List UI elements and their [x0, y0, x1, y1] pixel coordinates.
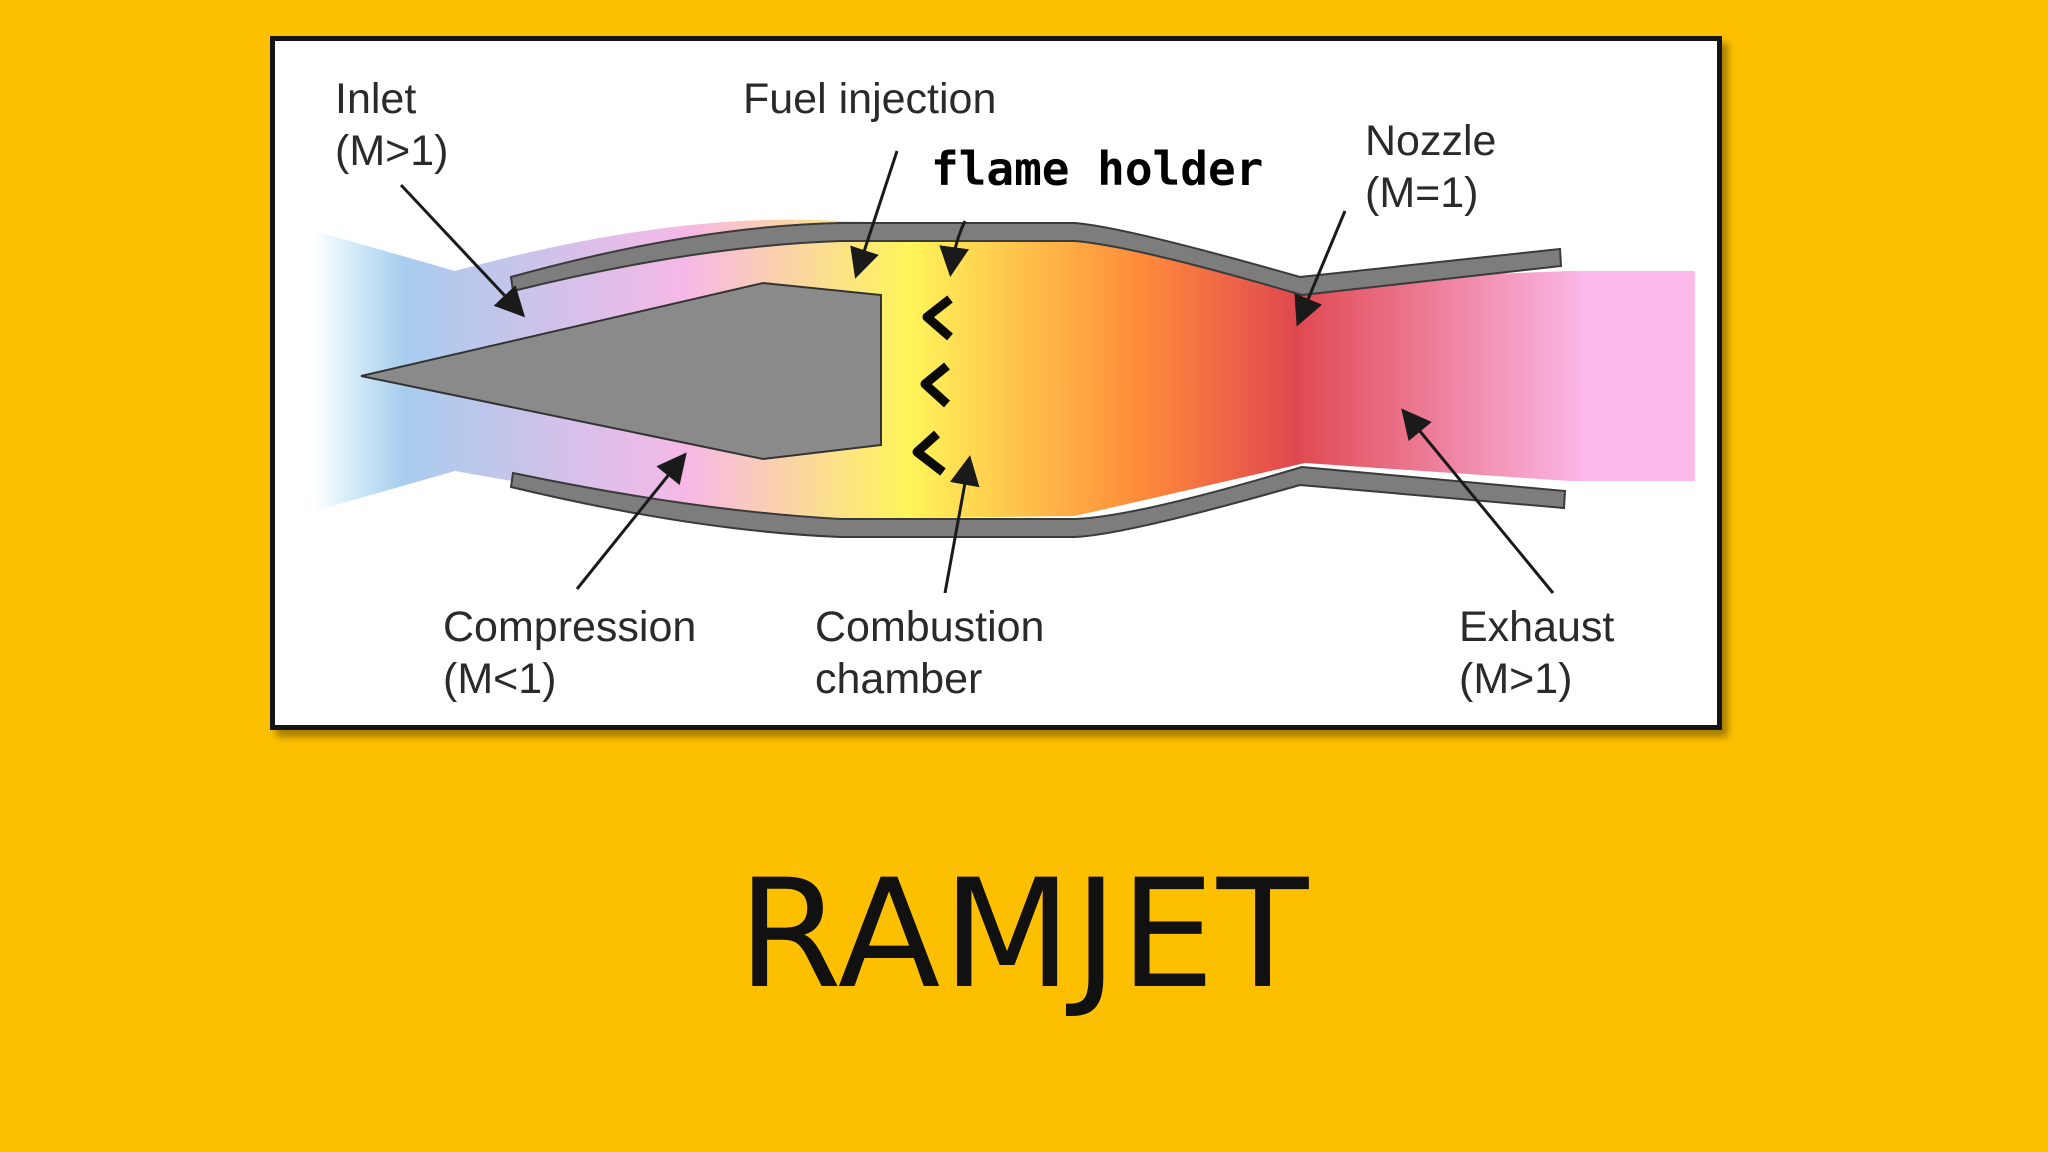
label-nozzle: Nozzle: [1365, 117, 1496, 165]
arrow-nozzle: [1294, 210, 1347, 327]
arrow-fuel-injection: [850, 150, 899, 279]
arrow-exhaust: [1401, 408, 1555, 594]
arrow-inlet: [399, 183, 526, 318]
label-nozzle-mach: (M=1): [1365, 169, 1478, 217]
label-combustion: Combustion: [815, 603, 1044, 651]
arrow-flame-holder: [939, 220, 970, 277]
flame-holder-icon: [920, 362, 951, 408]
label-fuel-injection: Fuel injection: [743, 75, 996, 123]
arrow-compression: [575, 452, 687, 590]
label-inlet-mach: (M>1): [335, 127, 448, 175]
slide-title: RAMJET: [737, 848, 1311, 1022]
ramjet-diagram-frame: Inlet (M>1) Fuel injection flame holder …: [270, 36, 1722, 730]
inlet-cone: [360, 281, 882, 461]
arrow-combustion: [943, 455, 980, 594]
casing-lower: [509, 465, 1567, 538]
label-chamber: chamber: [815, 655, 982, 703]
flow-gradient: [315, 219, 1695, 520]
label-inlet: Inlet: [335, 75, 416, 123]
label-compression: Compression: [443, 603, 696, 651]
label-flame-holder: flame holder: [931, 142, 1263, 196]
casing-upper: [509, 222, 1563, 297]
ramjet-diagram: Inlet (M>1) Fuel injection flame holder …: [315, 75, 1695, 703]
flame-holder-icon: [912, 430, 946, 476]
flame-holder-icon: [922, 295, 953, 341]
label-exhaust: Exhaust: [1459, 603, 1614, 651]
label-exhaust-mach: (M>1): [1459, 655, 1572, 703]
label-compression-mach: (M<1): [443, 655, 556, 703]
